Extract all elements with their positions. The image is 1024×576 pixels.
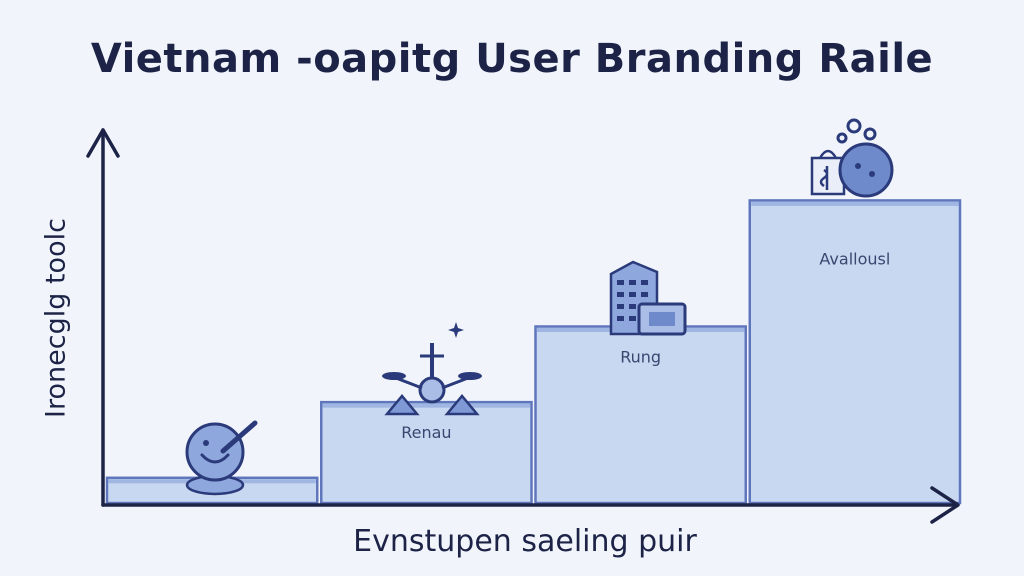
bar-top-3 (751, 201, 959, 206)
x-axis-arrow (930, 486, 960, 524)
drone-tower-icon (382, 322, 482, 416)
money-bag-person-icon (810, 118, 894, 198)
bar-label-2: Rung (620, 348, 661, 367)
smiley-pen-icon (185, 420, 258, 496)
bar-label-3: Avallousl (819, 249, 890, 268)
icons-group (185, 118, 894, 496)
chart-title: Vietnam -oapitg User Branding Raile (90, 36, 934, 82)
bars-group: Renau Rung Avallousl (105, 199, 962, 505)
x-axis-label: Evnstupen saeling puir (353, 524, 697, 559)
bar-top-1 (322, 403, 530, 408)
building-card-icon (609, 260, 687, 336)
bar-label-1: Renau (401, 423, 451, 442)
bar-2 (534, 325, 747, 505)
bar-3 (748, 199, 962, 505)
bar-1 (320, 400, 533, 505)
y-axis-arrow (86, 128, 120, 158)
axes (86, 128, 960, 524)
